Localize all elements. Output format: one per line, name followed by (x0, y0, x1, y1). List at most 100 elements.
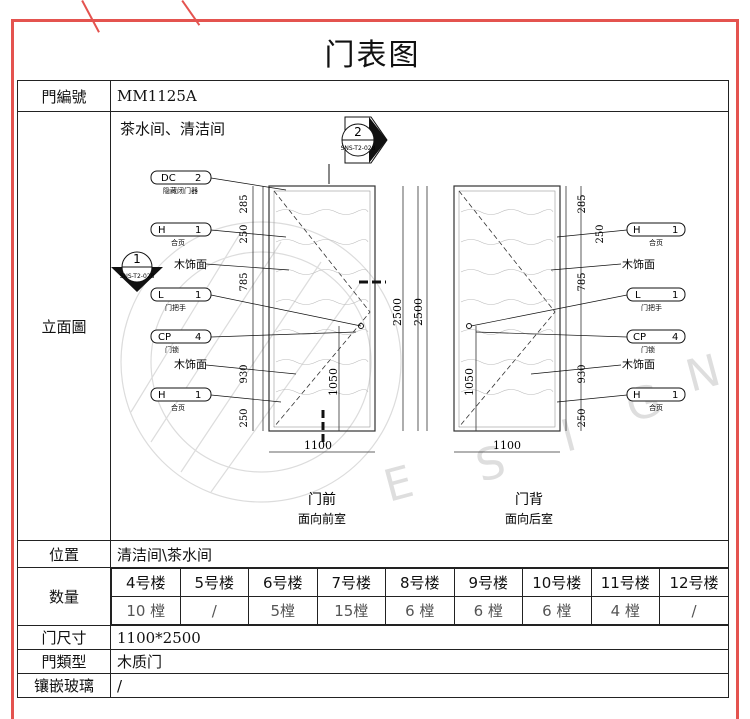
tag-cp-note-front: 门锁 (165, 345, 179, 354)
elevation-label: 立面圖 (17, 111, 111, 541)
position-value: 清洁间\茶水间 (110, 540, 729, 568)
building-9: 9号楼 (453, 568, 523, 597)
dim-right-785: 785 (577, 272, 588, 291)
tag-h-num-right-top: 1 (672, 225, 678, 236)
tag-h-code-bottom: H (158, 390, 166, 401)
building-11: 11号楼 (590, 568, 660, 597)
dim-right-930: 930 (577, 364, 588, 383)
position-label: 位置 (17, 540, 111, 568)
glass-value: / (110, 673, 729, 698)
door-back-elevation (426, 185, 567, 432)
building-10: 10号楼 (522, 568, 592, 597)
left-hardware-tags: DC 2 隐藏闭门器 H 1 合页 木饰面 L (150, 170, 362, 412)
width-dim-front: 1100 (304, 439, 332, 452)
door-schedule-table: 門編號 MM1125A 立面圖 (17, 80, 729, 698)
count-9: 6 樘 (453, 596, 523, 625)
wood-grain-front (275, 209, 369, 395)
dim-right-250b: 250 (577, 408, 588, 427)
section-tag-2-ref: SNS-T2-028 (341, 145, 376, 152)
dim-right-285: 285 (577, 194, 588, 213)
red-border-frame (11, 19, 739, 719)
tag-cp-num-front: 4 (195, 332, 201, 343)
section-tag-1-ref: SNS-T2-028 (120, 273, 155, 280)
handle-dim-back: 1050 (463, 368, 476, 396)
tag-l-code-back: L (635, 290, 641, 301)
section-tag-2-number: 2 (354, 125, 362, 139)
tag-h-note-right-bottom: 合页 (649, 403, 663, 412)
tag-dc-note: 隐藏闭门器 (163, 186, 198, 195)
glass-label: 镶嵌玻璃 (17, 673, 111, 698)
size-row: 门尺寸 1100*2500 (17, 625, 729, 650)
count-10: 6 樘 (522, 596, 592, 625)
sheet-title: 门表图 (324, 37, 421, 73)
tag-l-note-back: 门把手 (641, 303, 662, 312)
tag-dc-code: DC (161, 173, 176, 184)
wood-grain-back (460, 209, 554, 395)
tag-dc-num: 2 (195, 173, 201, 184)
elevation-row: 立面圖 E (17, 111, 729, 541)
finish-label-right-top: 木饰面 (622, 257, 655, 271)
count-5: / (179, 596, 249, 625)
building-5: 5号楼 (179, 568, 249, 597)
count-11: 4 樘 (590, 596, 660, 625)
building-4: 4号楼 (111, 568, 181, 597)
size-value: 1100*2500 (110, 625, 729, 650)
front-title: 门前 (308, 491, 336, 508)
height-dim-1: 2500 (391, 298, 404, 326)
door-number-value: MM1125A (110, 80, 729, 112)
elevation-cell: E S I G N 茶水间、清洁间 (110, 111, 729, 541)
room-label: 茶水间、清洁间 (120, 120, 225, 138)
type-label: 門類型 (17, 649, 111, 674)
dim-right-250: 250 (595, 224, 606, 243)
building-row: 4号楼 5号楼 6号楼 7号楼 8号楼 9号楼 10号楼 11号楼 12号楼 (111, 568, 728, 597)
quantity-cell: 4号楼 5号楼 6号楼 7号楼 8号楼 9号楼 10号楼 11号楼 12号楼 1… (110, 567, 729, 626)
tag-h-code-top: H (158, 225, 166, 236)
tag-h-code-right-top: H (633, 225, 641, 236)
count-12: / (659, 596, 728, 625)
building-6: 6号楼 (248, 568, 318, 597)
tag-l-code-front: L (158, 290, 164, 301)
height-dim-2: 2500 (412, 298, 425, 326)
quantity-subtable: 4号楼 5号楼 6号楼 7号楼 8号楼 9号楼 10号楼 11号楼 12号楼 1… (111, 568, 728, 625)
building-12: 12号楼 (659, 568, 728, 597)
door-number-label: 門編號 (17, 80, 111, 112)
svg-text:N: N (681, 345, 726, 403)
tag-h-note-bottom: 合页 (171, 403, 185, 412)
dim-left-250: 250 (239, 224, 250, 243)
watermark-graphic (120, 221, 402, 503)
dimension-lines (252, 186, 582, 453)
count-8: 6 樘 (385, 596, 455, 625)
tag-h-num-right-bottom: 1 (672, 390, 678, 401)
count-4: 10 樘 (111, 596, 181, 625)
building-8: 8号楼 (385, 568, 455, 597)
tag-cp-num-back: 4 (672, 332, 678, 343)
tag-cp-note-back: 门锁 (641, 345, 655, 354)
count-6: 5樘 (248, 596, 318, 625)
svg-text:E: E (379, 456, 419, 512)
size-label: 门尺寸 (17, 625, 111, 650)
door-number-row: 門編號 MM1125A (17, 80, 729, 112)
tag-h-code-right-bottom: H (633, 390, 641, 401)
building-7: 7号楼 (316, 568, 386, 597)
glass-row: 镶嵌玻璃 / (17, 673, 729, 698)
handle-dim-front: 1050 (327, 368, 340, 396)
door-front-elevation (262, 185, 404, 442)
back-subtitle: 面向后室 (505, 511, 553, 526)
tag-h-num-bottom: 1 (195, 390, 201, 401)
watermark-letters: E S I G N (379, 345, 726, 513)
dim-left-285: 285 (239, 194, 250, 213)
front-subtitle: 面向前室 (298, 511, 346, 526)
finish-label-bottom: 木饰面 (174, 357, 207, 371)
left-segment-dims: 285 250 785 930 250 (239, 194, 250, 427)
section-tag-2: 2 SNS-T2-028 (341, 116, 388, 164)
tag-h-num-top: 1 (195, 225, 201, 236)
elevation-drawing: E S I G N 茶水间、清洁间 (111, 112, 728, 540)
dim-left-930: 930 (239, 364, 250, 383)
section-tag-1-number: 1 (133, 252, 141, 266)
right-segment-dims: 285 250 785 930 250 (577, 194, 606, 427)
dim-left-250b: 250 (239, 408, 250, 427)
tag-l-num-front: 1 (195, 290, 201, 301)
elevation-svg: E S I G N 茶水间、清洁间 (111, 116, 726, 526)
width-dim-back: 1100 (493, 439, 521, 452)
quantity-label: 数量 (17, 567, 111, 626)
